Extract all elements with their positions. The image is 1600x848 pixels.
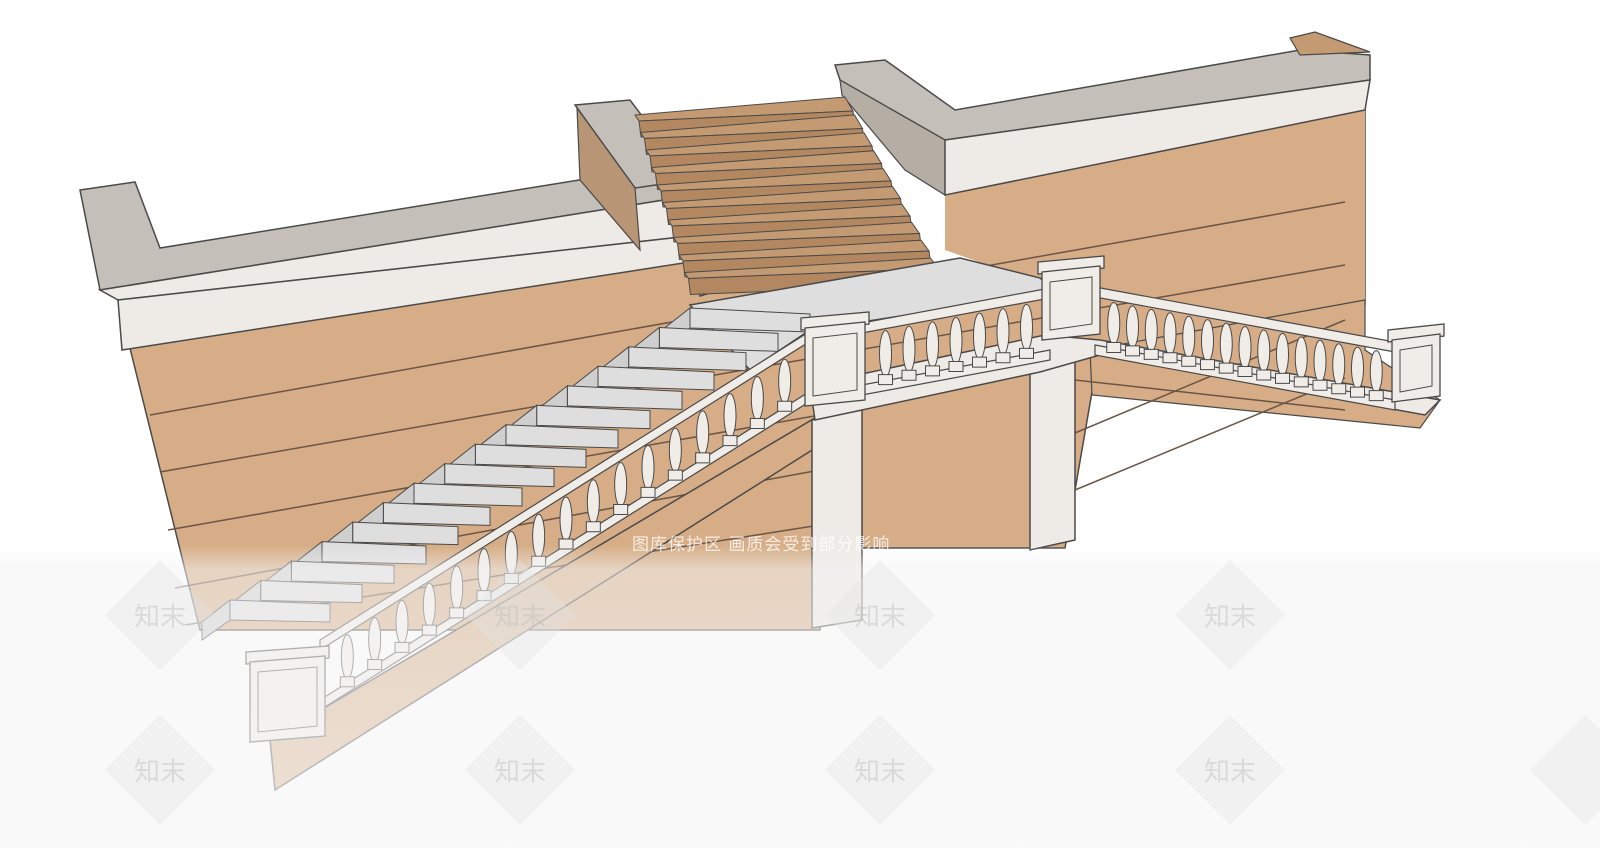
coping-right-end	[1289, 31, 1371, 56]
watermark-logo: 知末	[133, 602, 187, 633]
right-balustrade-baluster	[1107, 301, 1121, 345]
pedestal-right-end-panel	[1399, 344, 1433, 393]
right-balustrade-baluster	[1126, 305, 1139, 349]
bridge-balustrade-baluster-plinth	[1019, 347, 1034, 359]
stair-balustrade-baluster-plinth	[722, 435, 738, 447]
watermark-logo: 知末	[1203, 602, 1257, 633]
bridge-balustrade-baluster	[949, 317, 963, 364]
watermark-diamond	[1530, 715, 1600, 825]
right-balustrade-baluster-plinth	[1106, 341, 1122, 353]
bridge-balustrade-baluster-plinth	[995, 352, 1011, 364]
wall-course-line	[1074, 379, 1346, 411]
right-balustrade-baluster-plinth	[1331, 383, 1347, 395]
right-balustrade-baluster-plinth	[1237, 366, 1253, 377]
right-balustrade-baluster-plinth	[1368, 390, 1384, 402]
stair-balustrade-baluster	[723, 393, 737, 439]
watermark-pattern	[105, 560, 1600, 825]
stair-balustrade-baluster	[668, 427, 682, 473]
watermark-diamond	[825, 715, 935, 825]
right-balustrade-baluster	[1163, 312, 1177, 356]
pier-right	[1029, 354, 1076, 551]
pedestal-bridge-right-panel	[1049, 276, 1093, 331]
watermark-diamond	[1175, 715, 1285, 825]
bridge-balustrade-baluster	[996, 308, 1010, 356]
bridge-balustrade-baluster-plinth	[948, 361, 964, 372]
watermark-logo: 知末	[133, 757, 187, 788]
watermark-diamond	[825, 560, 935, 670]
stair-balustrade-baluster	[614, 462, 628, 508]
stair-balustrade-baluster	[559, 496, 573, 542]
right-balustrade-baluster	[1276, 332, 1289, 376]
right-balustrade-baluster	[1182, 315, 1196, 359]
upper-stairs	[634, 96, 942, 296]
ground-mist	[0, 545, 1600, 848]
coping-middle-right-side	[839, 78, 946, 197]
stair-balustrade-baluster	[778, 358, 792, 404]
bridge-balustrade-baluster	[902, 325, 916, 373]
bridge-balustrade-baluster	[879, 330, 892, 378]
bridge-balustrade-baluster	[1020, 303, 1033, 351]
watermark-logo: 知末	[493, 602, 547, 633]
watermark-logo: 知末	[853, 757, 907, 788]
watermark-text: 图库保护区 画质会受到部分影响	[632, 535, 891, 555]
right-balustrade-baluster-plinth	[1312, 379, 1328, 391]
bridge-balustrade-baluster	[973, 312, 986, 360]
right-balustrade-baluster-plinth	[1143, 348, 1159, 360]
bridge-balustrade-baluster-plinth	[925, 365, 940, 377]
stair-balustrade-baluster-plinth	[777, 400, 793, 412]
bridge-balustrade-baluster-plinth	[901, 369, 917, 381]
right-balustrade-baluster-plinth	[1200, 359, 1215, 371]
watermark-diamond	[105, 560, 215, 670]
wall-course-line	[1074, 377, 1346, 491]
right-balustrade-baluster	[1257, 329, 1271, 373]
right-balustrade-baluster	[1351, 346, 1364, 390]
pedestal-right-end-body	[1391, 333, 1441, 403]
stair-balustrade-baluster-plinth	[749, 417, 765, 429]
watermark-diamond	[465, 560, 575, 670]
right-balustrade-baluster-plinth	[1293, 376, 1309, 388]
right-balustrade-baluster	[1144, 308, 1158, 352]
stair-balustrade-baluster	[641, 444, 655, 490]
right-balustrade-baluster	[1294, 336, 1308, 380]
watermark-diamond	[1175, 560, 1285, 670]
right-balustrade-baluster	[1219, 322, 1233, 366]
pedestal-bridge-left-body	[804, 321, 866, 407]
watermark-diamond	[105, 715, 215, 825]
stair-balustrade-baluster-plinth	[585, 521, 601, 533]
right-balustrade-baluster-plinth	[1218, 362, 1234, 374]
pedestal-bridge-left-panel	[812, 332, 858, 397]
bridge-balustrade-baluster	[926, 321, 939, 369]
main-step-tread	[352, 521, 459, 546]
right-balustrade-baluster-plinth	[1275, 372, 1290, 384]
stair-balustrade-baluster-plinth	[613, 504, 629, 516]
right-balustrade-baluster-plinth	[1181, 355, 1197, 367]
watermark-logo: 知末	[1203, 757, 1257, 788]
right-balustrade-baluster-plinth	[1125, 345, 1140, 357]
right-balustrade-baluster-plinth	[1350, 386, 1365, 398]
wall-coping	[79, 31, 1371, 351]
stair-balustrade-baluster	[750, 375, 764, 421]
right-balustrade-baluster	[1369, 350, 1383, 394]
coping-middle-left-side	[576, 106, 641, 252]
coping-right-front	[944, 79, 1371, 196]
stair-balustrade-baluster-plinth	[695, 452, 711, 464]
right-balustrade-baluster	[1238, 326, 1252, 369]
stair-balustrade-baluster	[586, 479, 600, 525]
stair-balustrade-baluster	[696, 410, 710, 456]
right-balustrade-baluster	[1313, 339, 1327, 383]
stair-balustrade-baluster-plinth	[667, 469, 683, 481]
watermark-logo: 知末	[493, 757, 547, 788]
bridge-balustrade-baluster-plinth	[972, 356, 987, 368]
stair-balustrade-baluster-plinth	[640, 486, 656, 498]
right-balustrade-baluster-plinth	[1162, 352, 1178, 364]
bridge-balustrade-baluster-plinth	[878, 374, 893, 386]
right-balustrade-baluster-plinth	[1256, 369, 1272, 381]
right-balustrade-baluster	[1332, 343, 1346, 387]
pedestal-bridge-right-body	[1041, 265, 1101, 341]
watermark-diamond	[465, 715, 575, 825]
watermark-logo: 知末	[853, 602, 907, 633]
right-balustrade-baluster	[1201, 319, 1214, 363]
